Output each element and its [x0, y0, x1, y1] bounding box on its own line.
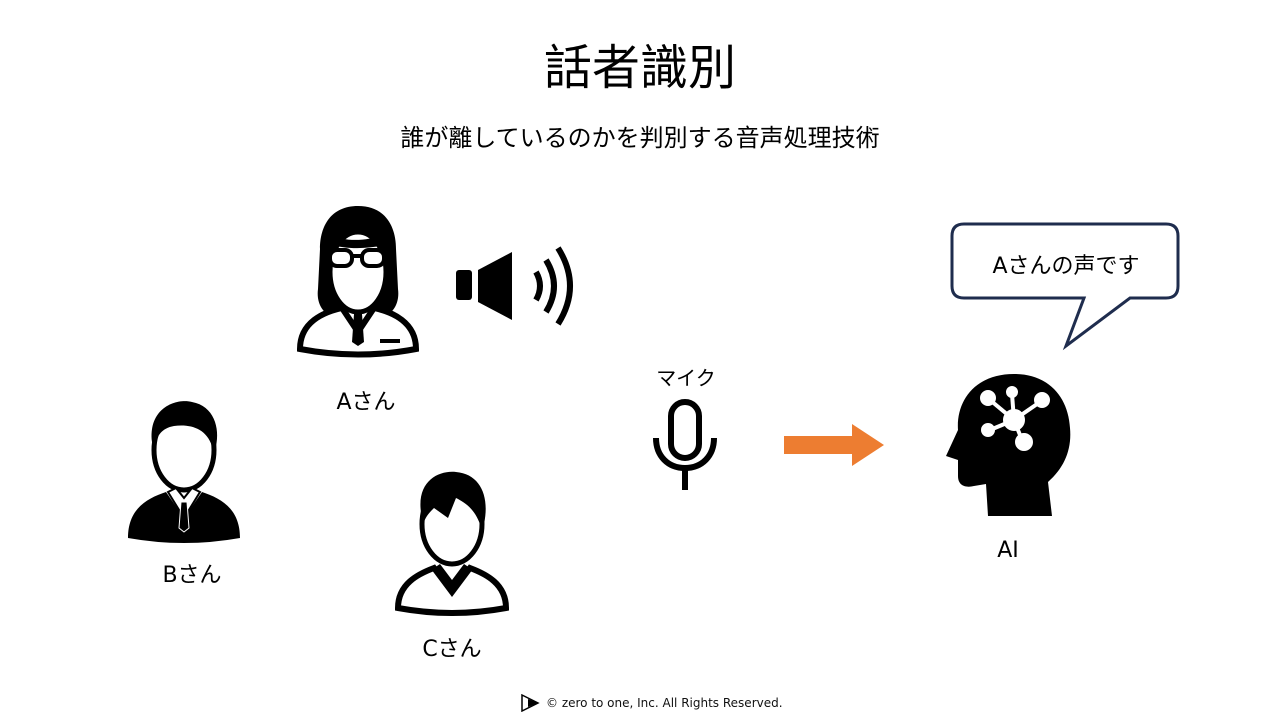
ai-head-icon: [946, 374, 1071, 516]
footer: © zero to one, Inc. All Rights Reserved.: [520, 694, 783, 712]
man-in-suit-icon: [128, 401, 240, 543]
slide-title: 話者識別: [543, 40, 736, 96]
speaker-c-label: Cさん: [422, 637, 482, 662]
speech-bubble: [950, 222, 1180, 351]
copyright-text: © zero to one, Inc. All Rights Reserved.: [546, 696, 783, 710]
speaker-sound-icon: [456, 246, 573, 326]
speaker-a-label: Aさん: [336, 390, 396, 415]
arrow-right-icon: [784, 424, 884, 466]
play-triangle-logo: [521, 694, 540, 712]
person-icon: [394, 471, 510, 616]
microphone-label: マイク: [656, 366, 716, 390]
slide-subtitle: 誰が離しているのかを判別する音声処理技術: [400, 124, 880, 152]
microphone-icon: [653, 399, 717, 490]
speech-bubble-text: Aさんの声です: [992, 254, 1140, 279]
ai-label: AI: [997, 538, 1019, 563]
woman-with-glasses-icon: [296, 206, 420, 358]
speaker-b-label: Bさん: [162, 563, 222, 588]
